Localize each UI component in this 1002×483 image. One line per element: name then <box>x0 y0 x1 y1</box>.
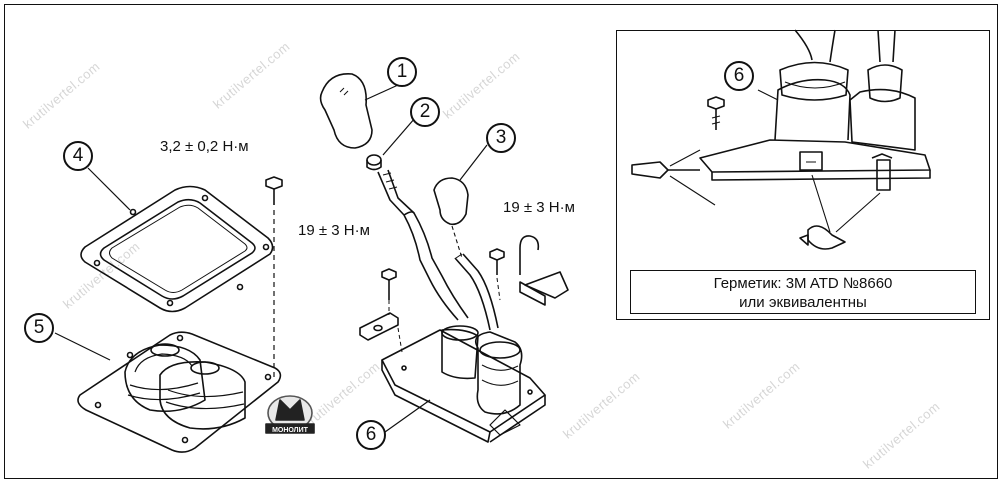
callout-4: 4 <box>63 141 93 171</box>
sealant-note: Герметик: 3M ATD №8660 или эквивалентны <box>630 270 976 314</box>
callout-2: 2 <box>410 97 440 127</box>
shift-knob-secondary <box>433 177 469 226</box>
publisher-logo <box>265 395 315 434</box>
frame-bolt <box>265 176 283 380</box>
sealant-line-1: Герметик: 3M ATD №8660 <box>713 275 893 292</box>
left-bracket <box>359 268 403 353</box>
shifter-base-assembly <box>381 325 546 443</box>
inset-panel <box>616 30 990 320</box>
torque-label-left-bolt: 19 ± 3 Н·м <box>298 222 370 239</box>
main-shift-lever <box>377 169 469 321</box>
callout-6-inset: 6 <box>724 61 754 91</box>
callout-6-main: 6 <box>356 420 386 450</box>
shift-knob-main <box>319 73 373 149</box>
callout-1: 1 <box>387 57 417 87</box>
inset-sealant-detail <box>631 29 931 250</box>
boot-frame-part <box>80 185 274 313</box>
sealant-line-2: или эквивалентны <box>739 294 867 311</box>
right-bracket-hook <box>489 235 569 306</box>
secondary-shift-lever <box>454 253 499 331</box>
torque-label-frame-bolt: 3,2 ± 0,2 Н·м <box>160 138 249 155</box>
callout-5: 5 <box>24 313 54 343</box>
lock-nut <box>366 154 382 171</box>
shift-boot-part <box>77 331 282 453</box>
torque-label-right-bolt: 19 ± 3 Н·м <box>503 199 575 216</box>
diagram-frame <box>4 4 998 479</box>
callout-3: 3 <box>486 123 516 153</box>
logo-text: МОНОЛИТ <box>272 427 309 434</box>
